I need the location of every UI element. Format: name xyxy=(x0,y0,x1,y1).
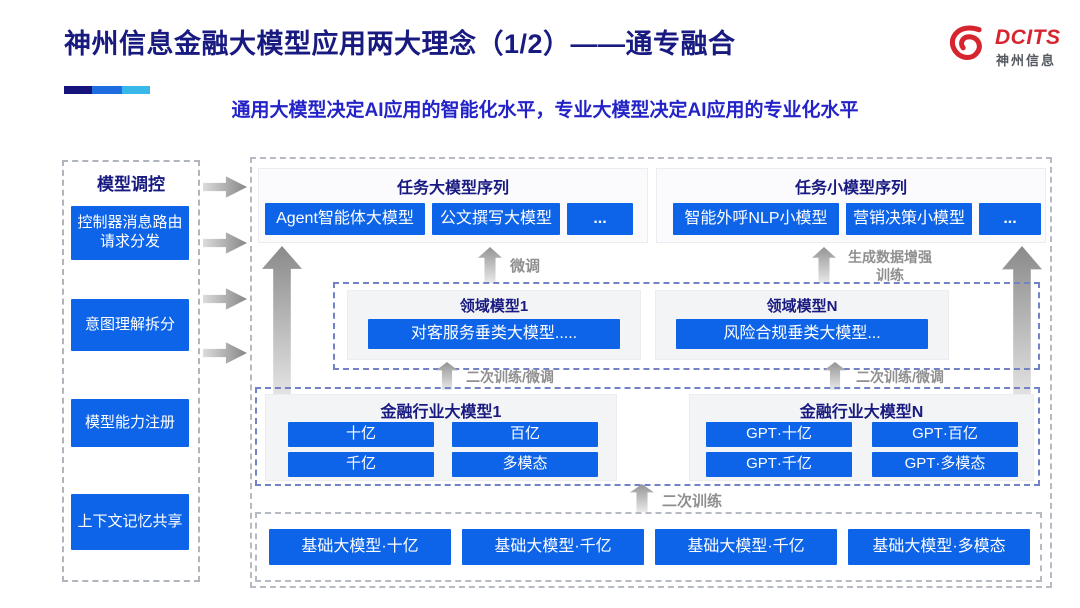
box-risk-compliance-model: 风险合规垂类大模型... xyxy=(676,319,928,349)
industry-model-1-title: 金融行业大模型1 xyxy=(380,404,502,421)
right-arrow-icon xyxy=(203,288,247,310)
box-gpt-ten-billion: GPT·百亿 xyxy=(872,422,1018,447)
accent-segment-cyan xyxy=(122,86,150,94)
box-billion: 十亿 xyxy=(288,422,434,447)
industry-model-1-group: 金融行业大模型1 十亿 百亿 千亿 多模态 xyxy=(265,394,617,481)
right-arrow-icon xyxy=(203,232,247,254)
box-more-large-models: ... xyxy=(567,203,633,235)
domain-models-container: 领域模型1 对客服务垂类大模型..... 领域模型N 风险合规垂类大模型... xyxy=(333,282,1040,370)
box-base-model-billion: 基础大模型·十亿 xyxy=(269,529,451,565)
task-small-model-group: 任务小模型序列 智能外呼NLP小模型 营销决策小模型 ... xyxy=(656,168,1046,243)
box-agent-large-model: Agent智能体大模型 xyxy=(265,203,425,235)
sidebar-item-capability-register: 模型能力注册 xyxy=(71,399,189,447)
industry-models-container: 金融行业大模型1 十亿 百亿 千亿 多模态 金融行业大模型N GPT·十亿 GP… xyxy=(255,387,1040,486)
domain-model-1-title: 领域模型1 xyxy=(459,298,529,315)
domain-model-1-group: 领域模型1 对客服务垂类大模型..... xyxy=(347,290,641,360)
subtitle: 通用大模型决定AI应用的智能化水平，专业大模型决定AI应用的专业化水平 xyxy=(231,100,859,121)
task-large-model-group: 任务大模型序列 Agent智能体大模型 公文撰写大模型 ... xyxy=(258,168,648,243)
box-base-model-multimodal: 基础大模型·多模态 xyxy=(848,529,1030,565)
finetune-label: 微调 xyxy=(510,258,541,275)
box-base-model-hundred-billion-2: 基础大模型·千亿 xyxy=(655,529,837,565)
box-multimodal: 多模态 xyxy=(452,452,598,477)
base-models-container: 基础大模型·十亿 基础大模型·千亿 基础大模型·千亿 基础大模型·多模态 xyxy=(255,512,1042,582)
box-ten-billion: 百亿 xyxy=(452,422,598,447)
title-accent-bar xyxy=(64,86,150,94)
sidebar-item-router-dispatch: 控制器消息路由请求分发 xyxy=(71,206,189,260)
page-title: 神州信息金融大模型应用两大理念（1/2）——通专融合 xyxy=(64,29,736,59)
box-document-writing-model: 公文撰写大模型 xyxy=(432,203,560,235)
task-large-model-title: 任务大模型序列 xyxy=(396,180,509,197)
domain-model-n-title: 领域模型N xyxy=(766,298,838,315)
sidebar-item-context-memory: 上下文记忆共享 xyxy=(71,494,189,550)
box-hundred-billion: 千亿 xyxy=(288,452,434,477)
gen-data-train-label: 生成数据增强训练 xyxy=(848,249,932,284)
industry-model-n-group: 金融行业大模型N GPT·十亿 GPT·百亿 GPT·千亿 GPT·多模态 xyxy=(689,394,1034,481)
model-control-title: 模型调控 xyxy=(97,175,165,194)
right-arrow-icon xyxy=(203,342,247,364)
box-outbound-nlp-model: 智能外呼NLP小模型 xyxy=(673,203,839,235)
logo-brand-text: DCITS xyxy=(995,26,1061,49)
accent-segment-dark xyxy=(64,86,92,94)
box-more-small-models: ... xyxy=(979,203,1041,235)
accent-segment-blue xyxy=(92,86,122,94)
logo-brand-cn-text: 神州信息 xyxy=(996,53,1057,68)
dcits-swirl-icon xyxy=(945,22,989,66)
domain-model-n-group: 领域模型N 风险合规垂类大模型... xyxy=(655,290,949,360)
box-marketing-decision-model: 营销决策小模型 xyxy=(846,203,972,235)
retrain-label: 二次训练 xyxy=(662,493,723,510)
industry-model-n-title: 金融行业大模型N xyxy=(799,404,924,421)
box-gpt-billion: GPT·十亿 xyxy=(706,422,852,447)
task-small-model-title: 任务小模型序列 xyxy=(794,180,907,197)
retrain-finetune-right-label: 二次训练/微调 xyxy=(856,369,944,385)
model-control-panel: 模型调控 控制器消息路由请求分发 意图理解拆分 模型能力注册 上下文记忆共享 xyxy=(62,160,200,582)
box-gpt-multimodal: GPT·多模态 xyxy=(872,452,1018,477)
box-base-model-hundred-billion-1: 基础大模型·千亿 xyxy=(462,529,644,565)
box-customer-service-model: 对客服务垂类大模型..... xyxy=(368,319,620,349)
main-diagram-container xyxy=(250,157,1052,588)
box-gpt-hundred-billion: GPT·千亿 xyxy=(706,452,852,477)
right-arrow-icon xyxy=(203,176,247,198)
retrain-finetune-left-label: 二次训练/微调 xyxy=(466,369,554,385)
sidebar-item-intent-split: 意图理解拆分 xyxy=(71,299,189,351)
